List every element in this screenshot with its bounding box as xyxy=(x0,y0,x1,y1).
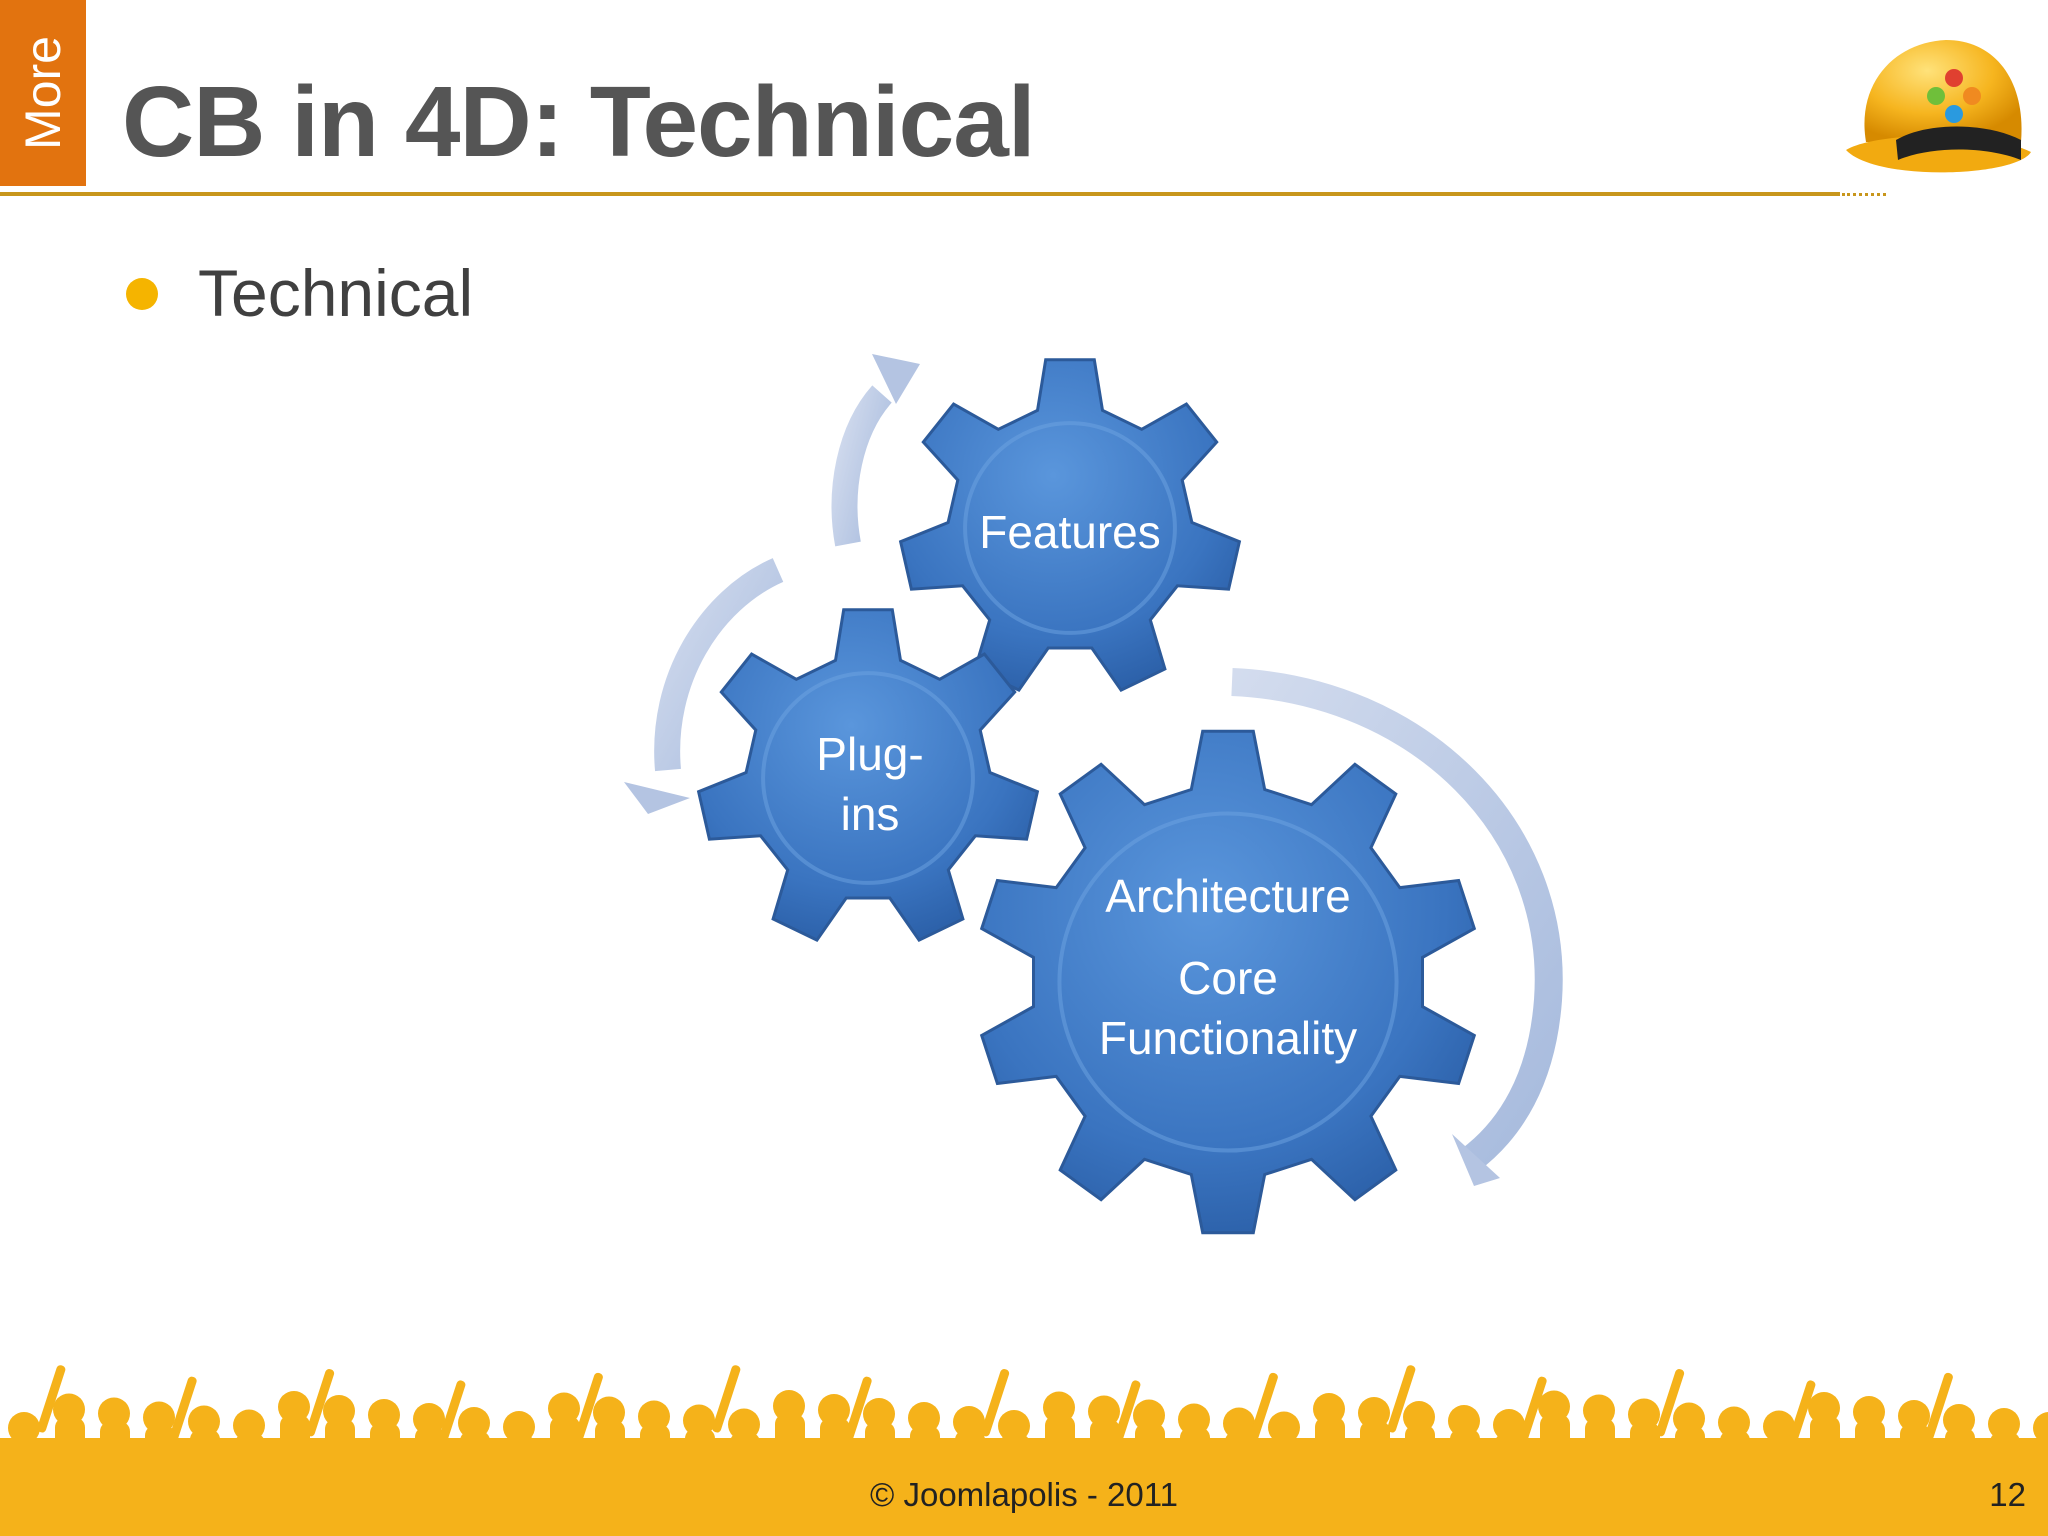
page-number: 12 xyxy=(1989,1476,2026,1513)
gear-label-core-line1: Architecture xyxy=(1105,870,1350,922)
crowd-head xyxy=(1403,1401,1435,1433)
crowd-head xyxy=(503,1411,535,1443)
crowd-head xyxy=(8,1412,40,1444)
cycle-arrow-core xyxy=(1231,668,1563,1186)
crowd-head xyxy=(368,1399,400,1431)
hard-hat-icon xyxy=(1846,40,2031,173)
gear-label-features: Features xyxy=(979,506,1161,558)
crowd-head xyxy=(1853,1396,1885,1428)
gears-diagram: Features Plug- ins Architecture Core Fun… xyxy=(624,354,1563,1235)
crowd-arm xyxy=(1387,1365,1416,1433)
crowd-head xyxy=(593,1396,625,1429)
crowd-arm xyxy=(1924,1372,1953,1441)
crowd-head xyxy=(953,1406,985,1438)
crowd-head xyxy=(1988,1408,2020,1440)
crowd-head xyxy=(1358,1397,1390,1429)
crowd-head xyxy=(638,1400,670,1433)
crowd-head xyxy=(998,1410,1030,1442)
cycle-arrow-features xyxy=(831,354,920,547)
crowd-arm xyxy=(712,1365,741,1433)
crowd-head xyxy=(233,1409,265,1442)
gear-label-plugins-line2: ins xyxy=(841,788,900,840)
gear-features-rim xyxy=(963,421,1177,635)
crowd-banner xyxy=(0,1365,2048,1536)
crowd-arm xyxy=(981,1369,1010,1437)
gear-label-plugins-line1: Plug- xyxy=(816,728,923,780)
crowd-head xyxy=(908,1402,940,1434)
slide-title: CB in 4D: Technical xyxy=(122,66,1036,178)
gear-plugins-shape xyxy=(696,608,1040,943)
crowd-arm xyxy=(1656,1369,1685,1437)
crowd-head xyxy=(683,1404,715,1437)
crowd-head xyxy=(413,1403,445,1435)
crowd-head xyxy=(1808,1392,1840,1424)
crowd-arm xyxy=(37,1365,66,1433)
crowd-arm xyxy=(306,1369,335,1437)
crowd-head xyxy=(1178,1403,1210,1436)
crowd-head xyxy=(2033,1412,2048,1444)
crowd-head xyxy=(1088,1395,1120,1428)
crowd-head xyxy=(1673,1402,1705,1435)
crowd-head xyxy=(143,1401,175,1434)
gear-core-shape xyxy=(979,729,1477,1235)
crowd-head xyxy=(278,1391,310,1423)
title-underline-dots xyxy=(1842,193,1886,196)
footer-copyright: © Joomlapolis - 2011 xyxy=(869,1476,1179,1513)
crowd-head xyxy=(863,1398,895,1430)
crowd-arm xyxy=(843,1376,872,1444)
crowd-head xyxy=(548,1392,580,1425)
crowd-arm xyxy=(574,1372,603,1441)
bullet-item: Technical xyxy=(198,256,474,330)
crowd-head xyxy=(1268,1411,1300,1444)
crowd-head xyxy=(1043,1391,1075,1424)
crowd-head xyxy=(1538,1390,1570,1423)
crowd-arm xyxy=(1249,1372,1278,1441)
crowd-head xyxy=(53,1393,85,1426)
crowd-arm xyxy=(1112,1380,1141,1448)
crowd-arm xyxy=(437,1380,466,1448)
crowd-head xyxy=(1493,1409,1525,1441)
crowd-head xyxy=(1313,1393,1345,1425)
side-tab: More xyxy=(0,0,86,186)
crowd-head xyxy=(1898,1400,1930,1432)
crowd-head xyxy=(98,1397,130,1430)
crowd-head xyxy=(1448,1405,1480,1437)
crowd-arm xyxy=(168,1376,197,1444)
crowd-head xyxy=(1718,1406,1750,1439)
crowd-head xyxy=(323,1395,355,1427)
gear-features-shape xyxy=(898,358,1242,693)
gear-plugins xyxy=(696,608,1040,943)
gear-features xyxy=(898,358,1242,693)
gear-label-core-line2: Core xyxy=(1178,952,1278,1004)
gear-core xyxy=(979,729,1477,1235)
crowd-head xyxy=(1628,1398,1660,1431)
crowd-head xyxy=(1133,1399,1165,1432)
crowd-head xyxy=(1943,1404,1975,1436)
bullet-dot xyxy=(126,278,158,310)
cycle-arrow-plugins xyxy=(624,558,784,814)
crowd-arm xyxy=(1787,1380,1816,1448)
crowd-arm xyxy=(1518,1376,1547,1444)
crowd-head xyxy=(728,1408,760,1441)
gear-core-rim xyxy=(1057,811,1399,1153)
crowd-head xyxy=(1223,1407,1255,1440)
crowd-head xyxy=(773,1390,805,1422)
crowd-head xyxy=(1583,1394,1615,1427)
crowd-head xyxy=(188,1405,220,1438)
gear-label-core-line3: Functionality xyxy=(1099,1012,1357,1064)
crowd-head xyxy=(458,1407,490,1439)
title-underline xyxy=(0,192,1840,196)
gear-plugins-rim xyxy=(761,671,975,885)
crowd-head xyxy=(1763,1410,1795,1443)
crowd-head xyxy=(818,1394,850,1426)
